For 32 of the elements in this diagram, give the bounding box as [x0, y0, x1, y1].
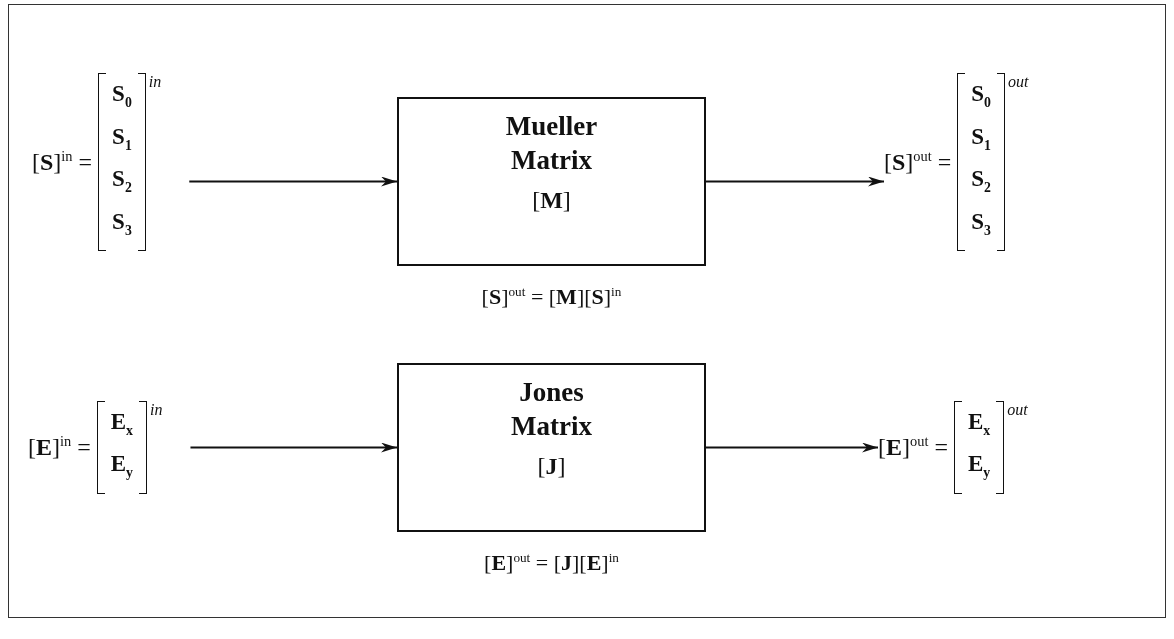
vector-component: E$_{y}$: [967, 450, 991, 482]
box-title: Jones Matrix: [510, 376, 593, 443]
matrix-symbol: [J]: [537, 453, 566, 480]
vector-component: E$_{y}$: [110, 450, 133, 482]
vector-component: S$_{1}$: [112, 122, 132, 155]
vector-component: S$_{1}$: [971, 122, 991, 155]
arrow: [188, 176, 398, 187]
vector-label: [E]$^{in}$ =: [28, 433, 91, 462]
equation: [E]$^{out}$ = [J][E]$^{in}$: [484, 550, 619, 577]
superscript-label: in: [150, 400, 163, 419]
superscript-label: out: [1007, 400, 1028, 419]
vector-component: S$_{3}$: [971, 207, 991, 240]
vector-label: [S]$^{out}$ =: [884, 148, 952, 177]
box-title: Mueller Matrix: [504, 110, 599, 177]
vector-component: E$_{x}$: [967, 407, 991, 440]
arrow: [705, 176, 885, 187]
vector-component: S$_{2}$: [971, 165, 991, 197]
vector-component: S$_{0}$: [971, 80, 991, 112]
process-box: [397, 363, 706, 532]
arrow: [705, 442, 879, 453]
vector-label: [E]$^{out}$ =: [878, 433, 948, 462]
process-box: [397, 97, 706, 266]
vector-component: E$_{x}$: [110, 407, 133, 440]
superscript-label: out: [1008, 73, 1029, 91]
equation: [S]$^{out}$ = [M][S]$^{in}$: [481, 284, 622, 311]
superscript-label: in: [148, 73, 162, 91]
vector-component: S$_{3}$: [112, 207, 132, 240]
matrix-symbol: [M]: [532, 187, 571, 214]
vector-component: S$_{0}$: [112, 80, 132, 112]
vector-label: [S]$^{in}$ =: [32, 148, 93, 177]
vector-component: S$_{2}$: [112, 165, 132, 197]
arrow: [189, 442, 398, 453]
